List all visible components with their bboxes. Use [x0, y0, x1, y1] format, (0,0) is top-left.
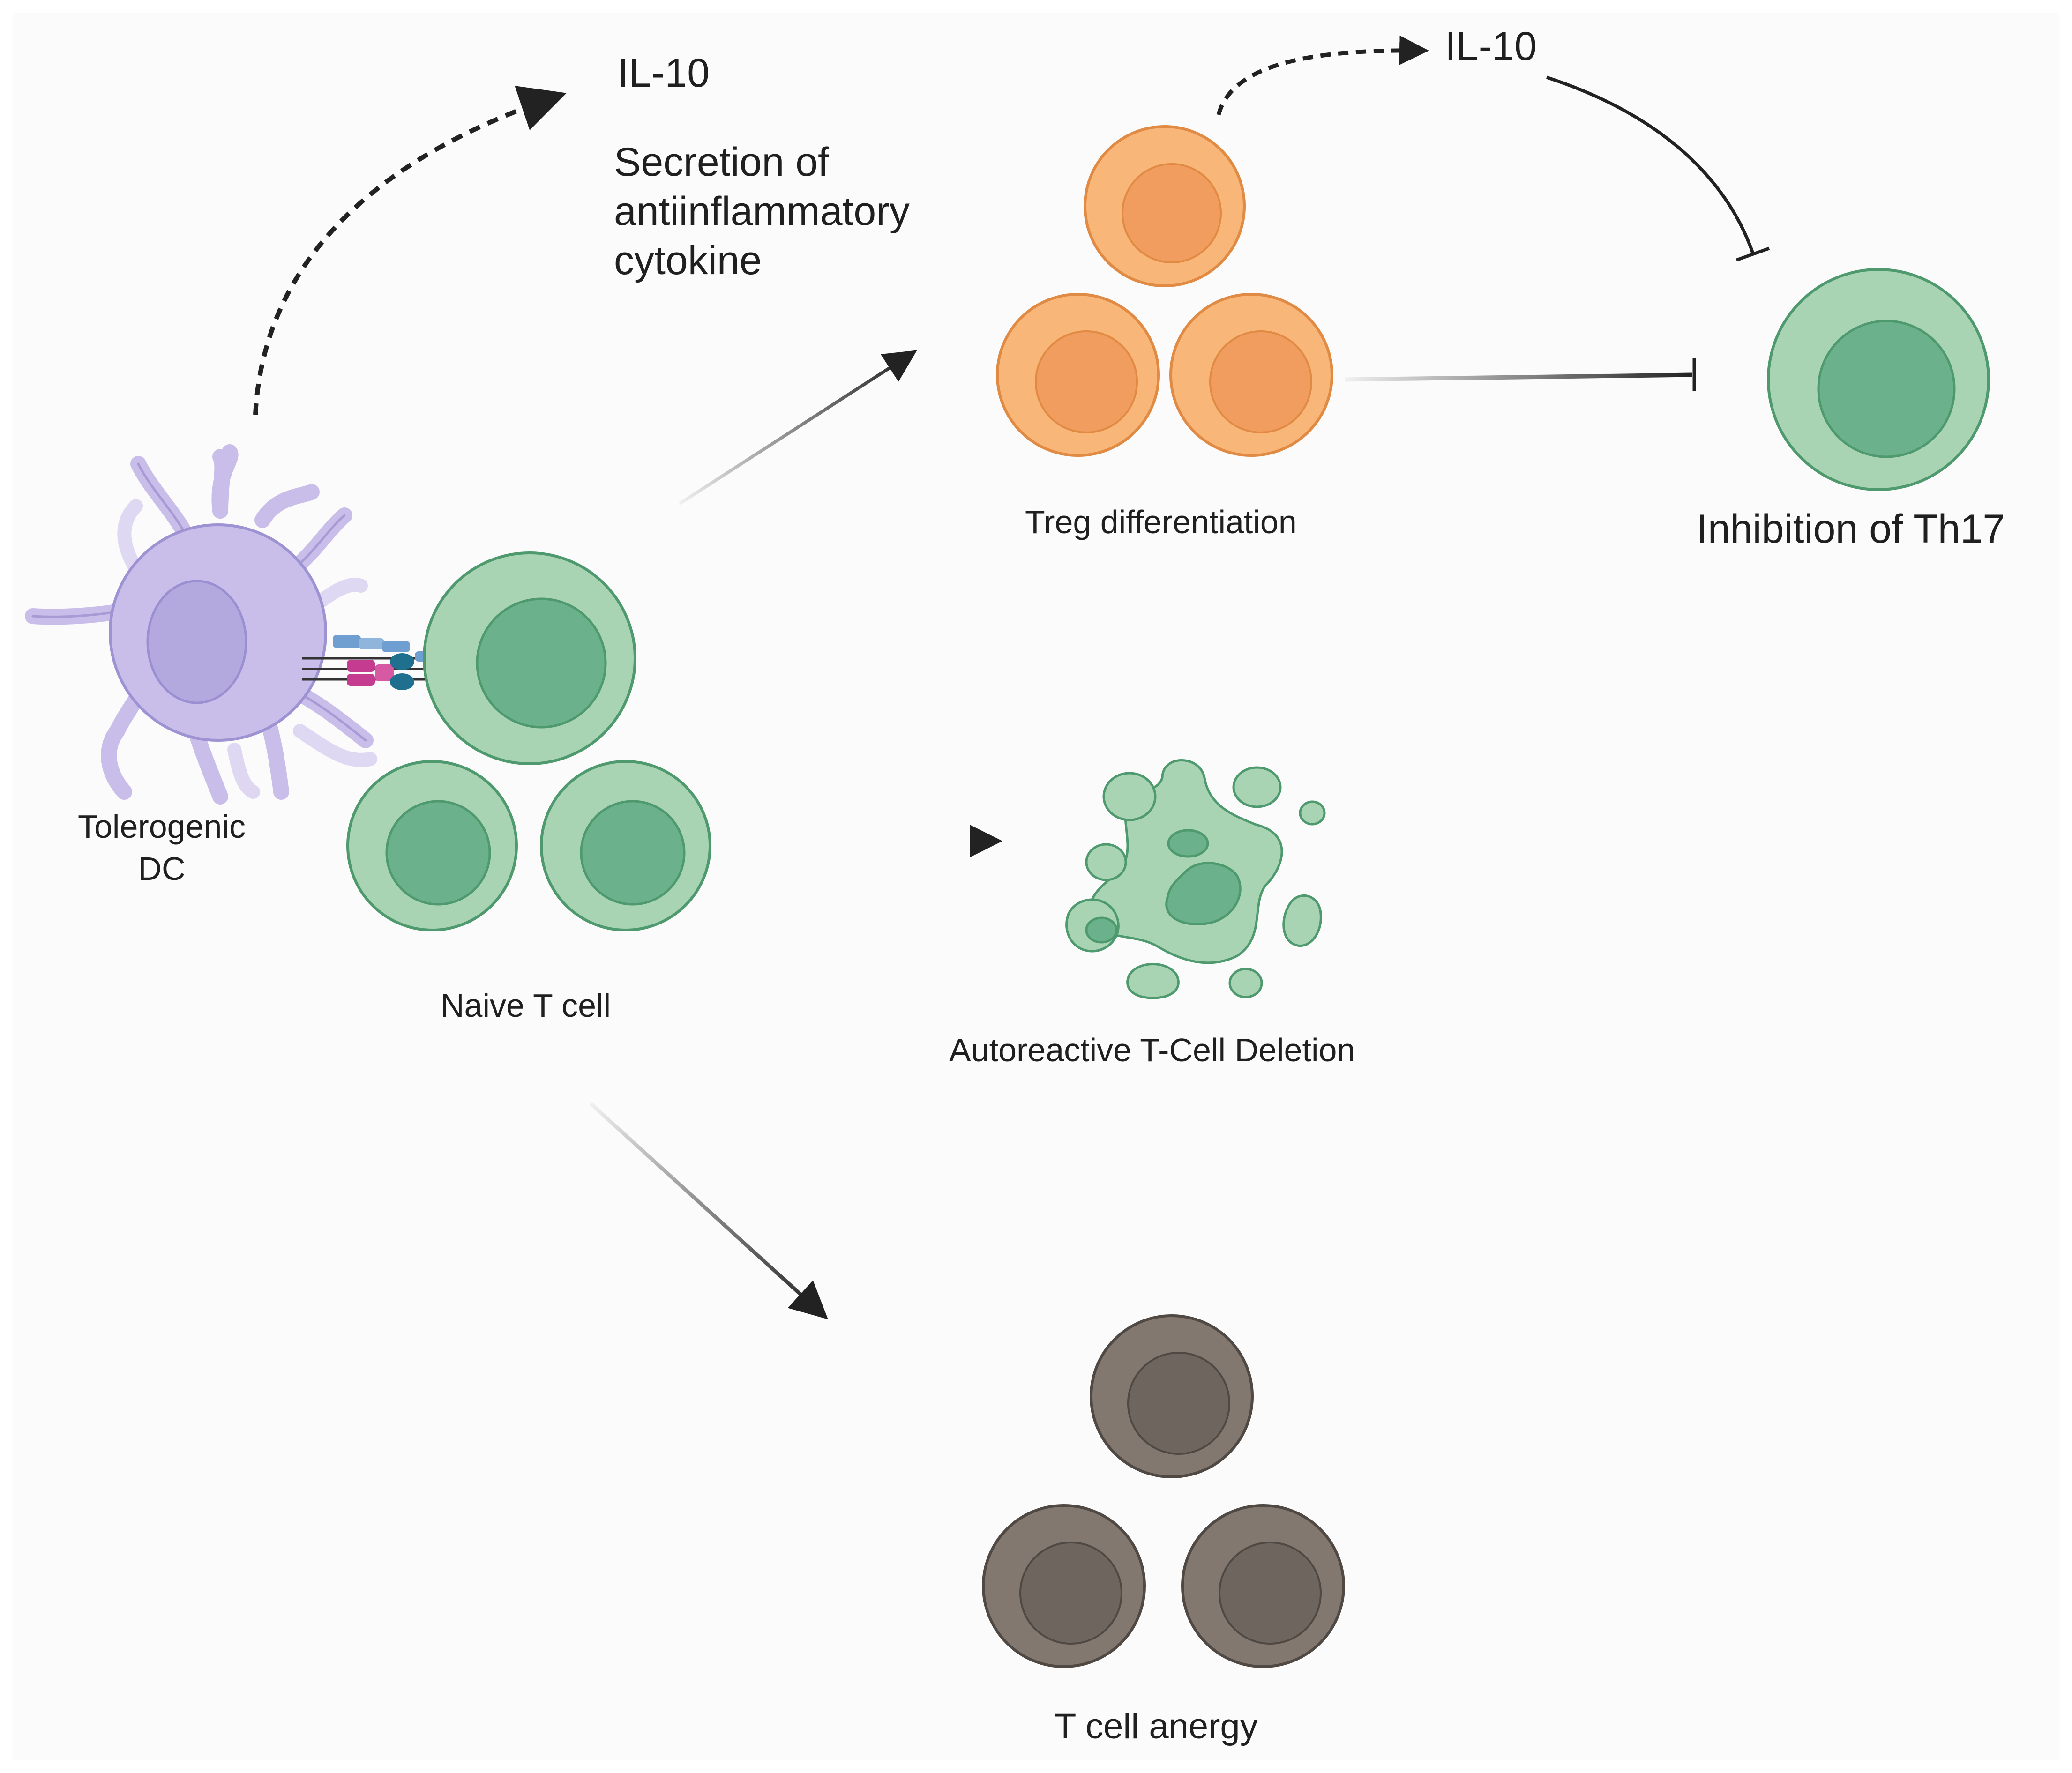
- naive-t-cell-label: Naive T cell: [441, 987, 611, 1024]
- il10-label-left: IL-10: [618, 51, 710, 96]
- il10-label-right: IL-10: [1445, 24, 1537, 69]
- tolerogenic-dc-cell: [25, 444, 377, 805]
- th17-label: Inhibition of Th17: [1697, 507, 2005, 551]
- naive-t-cell-right: [540, 760, 711, 931]
- dc-nucleus: [146, 580, 247, 704]
- deletion-label: Autoreactive T-Cell Deletion: [949, 1032, 1355, 1068]
- anergy-label: T cell anergy: [1055, 1706, 1258, 1746]
- il10-inhibits-th17: [1546, 75, 1755, 254]
- secretion-label-line2: antiinflammatory: [614, 189, 910, 234]
- treg-cell-right: [1169, 293, 1333, 457]
- naive-t-cell-left: [346, 760, 518, 931]
- tolerogenic-dc-label-line1: Tolerogenic: [78, 808, 246, 845]
- treg-cell-top: [1084, 125, 1246, 287]
- arrow-to-anergy: [589, 1102, 828, 1319]
- background-panel: [13, 13, 2059, 1760]
- th17-cell: [1767, 268, 1990, 491]
- treg-label: Treg differentiation: [1025, 504, 1297, 540]
- il10-secretion-dashed-arrow: [253, 86, 567, 415]
- arrow-to-treg: [679, 350, 917, 505]
- treg-cell-left: [996, 293, 1160, 457]
- treg-il10-dashed-arrow: [1216, 35, 1429, 116]
- anergic-t-cell-left: [982, 1504, 1146, 1668]
- treg-inhibits-th17: [1345, 372, 1692, 382]
- secretion-label-line1: Secretion of: [614, 140, 830, 185]
- anergic-t-cell-top: [1090, 1314, 1254, 1478]
- tolerogenic-dc-label-line2: DC: [138, 850, 185, 887]
- naive-t-cell-top: [423, 551, 636, 765]
- apoptotic-t-cell: [1065, 759, 1326, 999]
- anergic-t-cell-right: [1181, 1504, 1345, 1668]
- secretion-label-line3: cytokine: [614, 238, 762, 283]
- inhibition-bar-top: [1735, 246, 1770, 262]
